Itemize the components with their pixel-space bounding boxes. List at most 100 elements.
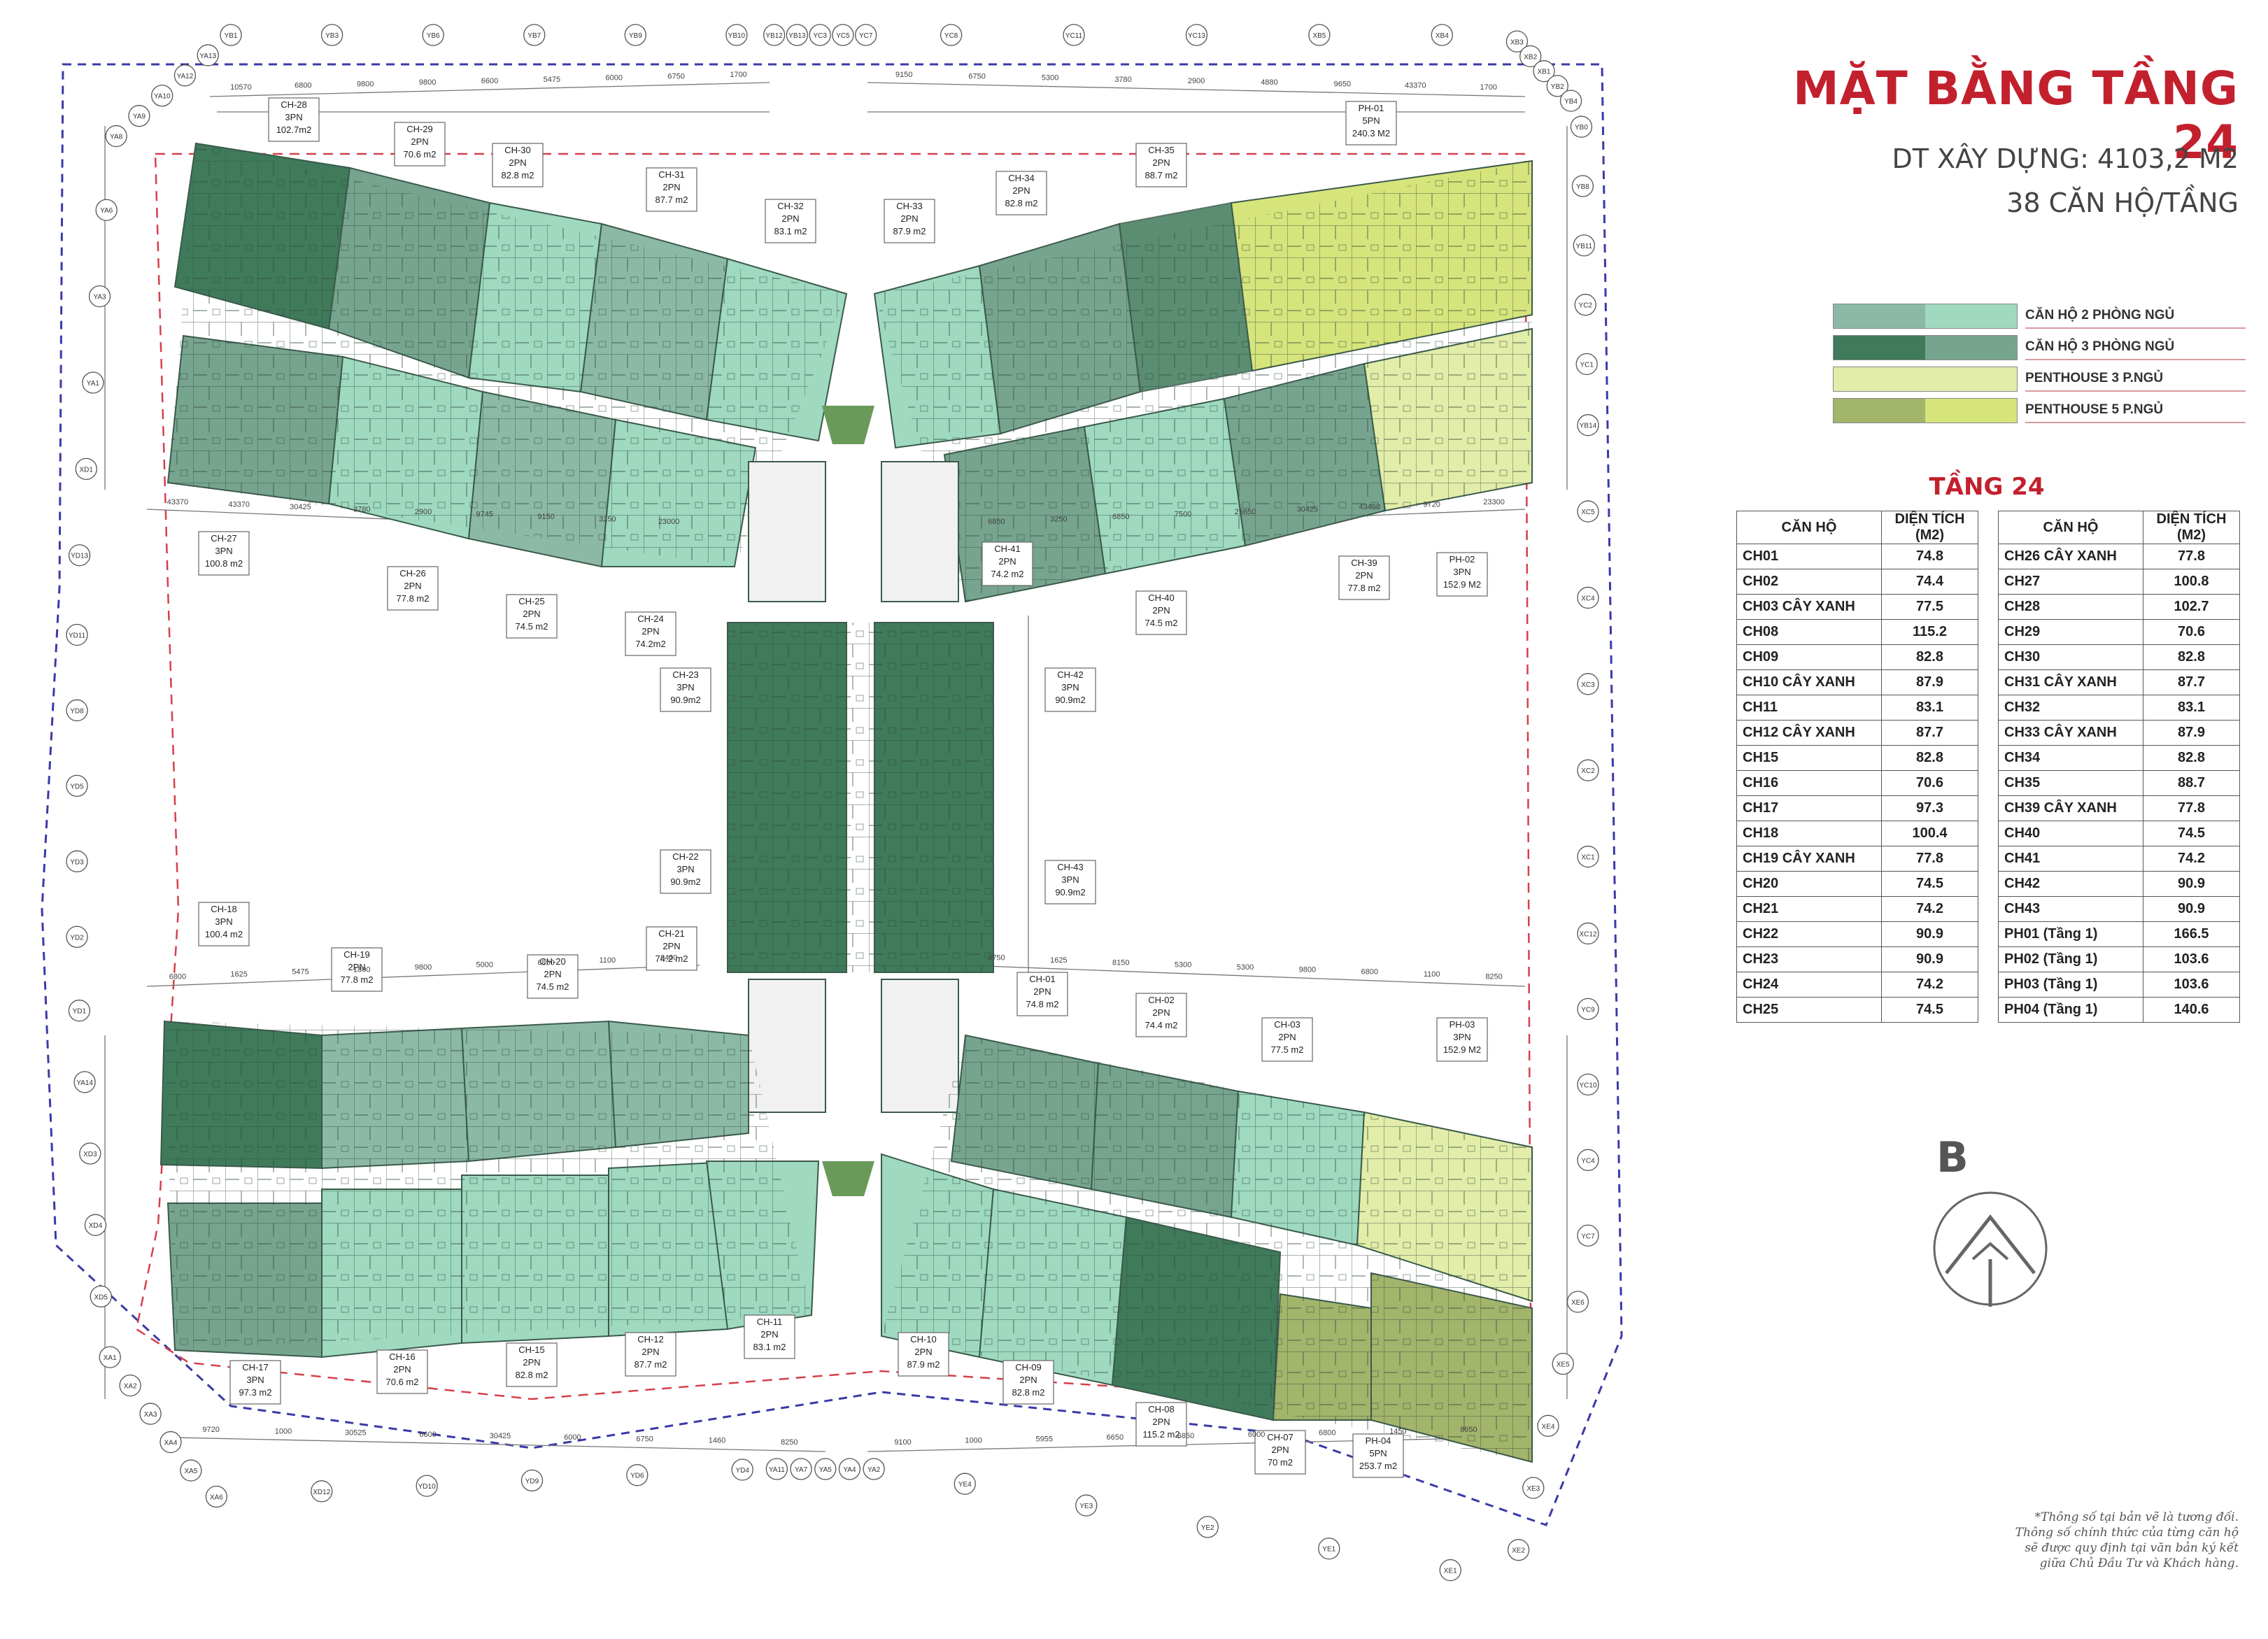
grid-axis-circle (1546, 75, 1568, 97)
unit-label-bed: 2PN (642, 626, 659, 637)
table-row: PH01 (Tầng 1)166.5 (1998, 921, 2240, 947)
grid-axis-bubble: YC7 (855, 24, 877, 46)
grid-axis-bubble: XB4 (1431, 24, 1453, 46)
planter (822, 406, 874, 444)
unit-label-box (229, 1360, 281, 1405)
legend-swatch (1833, 367, 2018, 392)
unit-label-box (394, 122, 446, 166)
unit-label-area: 152.9 M2 (1443, 1044, 1481, 1055)
unit-label-bed: 2PN (1152, 1417, 1170, 1427)
grid-axis-label: YA4 (843, 1466, 856, 1474)
grid-axis-label: XB1 (1538, 69, 1551, 76)
grid-axis-label: YE3 (1079, 1503, 1093, 1510)
grid-axis-circle (173, 64, 197, 87)
grid-axis-circle (1431, 24, 1453, 46)
unit-label-id: CH-29 (406, 124, 433, 134)
grid-axis-bubble: XA5 (180, 1459, 202, 1482)
grid-axis-label: XB2 (1524, 53, 1537, 61)
grid-axis-circle (220, 24, 242, 46)
grid-axis-bubble: YA9 (128, 105, 150, 127)
unit-label-box (506, 1342, 558, 1387)
unit-label-id: CH-42 (1057, 669, 1084, 680)
units-per-floor: 38 CĂN HỘ/TẦNG (2006, 187, 2239, 218)
grid-axis-label: YA9 (133, 113, 146, 121)
grid-axis-label: XD3 (83, 1151, 97, 1158)
grid-axis-circle (422, 24, 444, 46)
grid-axis-circle (1577, 759, 1599, 781)
unit-area: 74.2 (2143, 846, 2240, 872)
grid-axis-label: XE5 (1557, 1361, 1570, 1369)
grid-axis-bubble: YC2 (1574, 294, 1596, 316)
grid-axis-bubble: YE4 (954, 1473, 976, 1495)
unit-name: CH19 CÂY XANH (1736, 846, 1882, 872)
dimension-label: 5955 (1036, 1435, 1053, 1443)
unit-area: 82.8 (2143, 745, 2240, 771)
grid-axis-circle (1308, 24, 1331, 46)
unit-area: 90.9 (2143, 896, 2240, 922)
grid-axis-bubble: XC5 (1577, 500, 1599, 523)
unit-label-id: CH-34 (1008, 173, 1035, 183)
grid-axis-bubble: YB7 (523, 24, 546, 46)
unit-label-id: CH-16 (389, 1351, 416, 1362)
grid-axis-label: YB2 (1551, 83, 1564, 91)
grid-axis-label: YA3 (93, 294, 106, 301)
unit-label-box (1002, 1360, 1054, 1405)
grid-axis-bubble: YB9 (624, 24, 646, 46)
grid-axis-circle (1573, 234, 1595, 257)
grid-axis-bubble: YC11 (1063, 24, 1085, 46)
wing-lower-left (160, 1020, 820, 1358)
dimension-label: 3780 (353, 505, 370, 513)
grid-axis-bubble: YA8 (105, 125, 127, 148)
unit-label-box (198, 902, 250, 946)
dimension-label: 5000 (476, 961, 493, 970)
dimension-label: 8400 (660, 954, 677, 963)
legend-swatch-right (1925, 399, 2017, 423)
grid-axis-label: YB9 (629, 32, 642, 40)
unit-label-id: CH-20 (539, 956, 566, 967)
grid-axis-circle (765, 1458, 788, 1480)
grid-axis-label: XD12 (313, 1489, 330, 1496)
grid-axis-bubble: YC1 (1575, 353, 1598, 376)
grid-axis-circle (814, 1458, 837, 1480)
unit-label-id: CH-25 (518, 596, 545, 606)
grid-axis-circle (75, 457, 97, 481)
unit-name: CH29 (1998, 619, 2143, 645)
note-line: sẽ được quy định tại văn bản ký kết (2025, 1541, 2239, 1555)
unit-label-box (492, 143, 544, 187)
grid-axis-circle (66, 925, 88, 948)
unit-label-box (625, 1332, 676, 1377)
grid-axis-label: YA1 (87, 380, 100, 388)
column-header-area: DIỆN TÍCH (M2) (2143, 511, 2240, 544)
note-line: *Thông số tại bản vẽ là tương đối. (2034, 1510, 2239, 1524)
grid-axis-circle (128, 105, 150, 127)
unit-label-id: CH-27 (211, 533, 237, 544)
grid-axis-bubble: XA4 (160, 1431, 182, 1454)
unit-label-area: 74.2 m2 (655, 953, 688, 964)
grid-axis-circle (320, 24, 343, 46)
unit-name: CH39 CÂY XANH (1998, 795, 2143, 821)
unit-label-id: CH-09 (1015, 1362, 1042, 1372)
grid-axis-label: XD1 (80, 466, 94, 474)
grid-axis-label: YB12 (765, 32, 783, 40)
grid-axis-label: YC1 (1580, 361, 1594, 369)
unit-name: PH01 (Tầng 1) (1998, 921, 2143, 947)
grid-axis-label: YD3 (70, 858, 84, 866)
grid-axis-label: YC7 (1581, 1233, 1595, 1240)
unit-area: 103.6 (2143, 946, 2240, 972)
unit-label-id: CH-15 (518, 1344, 545, 1355)
grid-axis-circle (786, 24, 809, 46)
dimension-label: 3250 (1050, 516, 1067, 524)
grid-axis-label: XE3 (1526, 1485, 1540, 1493)
unit-area: 74.2 (1881, 972, 1978, 998)
unit-label-id: CH-08 (1148, 1404, 1175, 1414)
